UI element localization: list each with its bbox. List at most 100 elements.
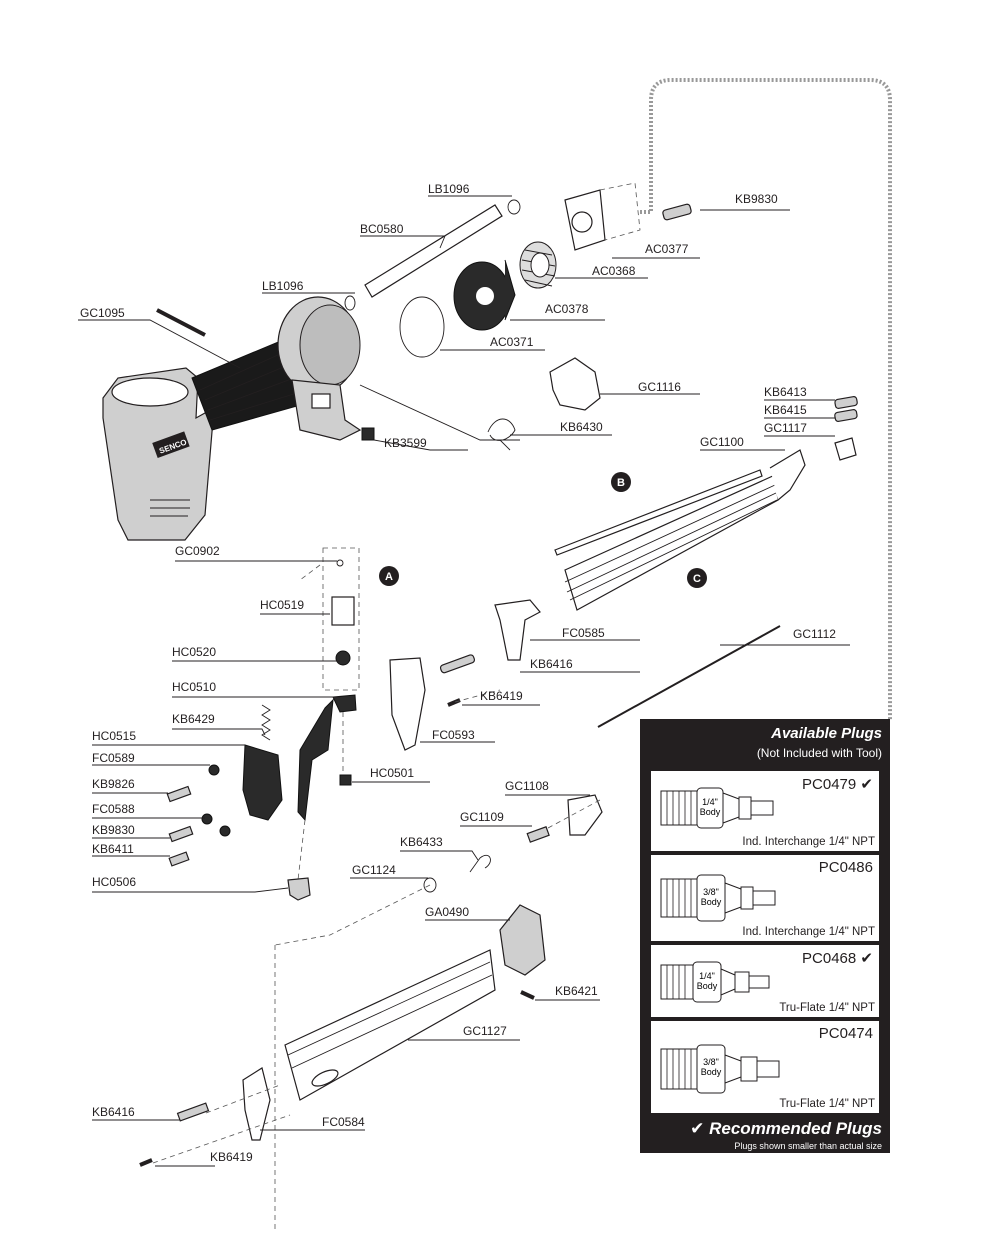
svg-text:Body: Body [697,981,718,991]
filter-ac0368 [519,241,557,289]
screw-kb6416-low [176,1102,210,1122]
label-gc1109: GC1109 [460,810,504,824]
spring-kb6429 [261,704,271,741]
plug-code: PC0468 ✔ [802,950,873,967]
exhaust-deflector-ac0377 [564,182,641,251]
label-kb6415: KB6415 [764,403,807,417]
pin-kb6421 [520,990,535,1000]
plug-code: PC0479 ✔ [802,776,873,793]
cylinder-sleeve [364,204,503,298]
magazine-rail-gc1100 [554,449,806,611]
plug-card: PC0479 ✔ 1/4" Body Ind. Interchange 1/4"… [651,771,879,851]
svg-text:Body: Body [701,1067,722,1077]
svg-text:Body: Body [700,807,721,817]
plug-desc: Ind. Interchange 1/4" NPT [742,836,875,848]
label-kb3599: KB3599 [384,436,427,450]
contact-hc0506 [287,877,311,901]
label-hc0519: HC0519 [260,598,304,612]
label-kb6433: KB6433 [400,835,443,849]
label-hc0501: HC0501 [370,766,414,780]
part-labels: GC1095 LB1096 BC0580 LB1096 KB9830 AC037… [80,182,836,1164]
rod-gc1095 [156,308,206,337]
bracket-fc0584 [242,1067,271,1141]
recommended-plugs-label: ✔ Recommended Plugs [690,1119,882,1138]
clip-gc1124 [423,877,437,893]
plugs-title: Available Plugs [771,725,882,742]
svg-text:3/8": 3/8" [703,887,719,897]
pin-gc1109 [526,826,550,843]
svg-text:1/4": 1/4" [702,797,718,807]
latch-gc1108 [567,794,603,836]
spring-kb6433 [469,854,491,873]
svg-text:B: B [617,477,625,489]
label-gc1116: GC1116 [638,380,681,394]
air-line-dotted-border [640,78,892,720]
screw-kb6415 [834,409,858,422]
plug-code: PC0474 [818,1025,873,1042]
label-fc0585: FC0585 [562,626,605,640]
gasket-ac0371 [399,296,445,358]
label-kb6416-mid: KB6416 [530,657,573,671]
screw-kb9830-top [662,203,692,221]
label-fc0593: FC0593 [432,728,475,742]
plug-icon: 3/8" Body [660,1044,780,1094]
svg-text:1/4": 1/4" [699,971,715,981]
label-gc1095: GC1095 [80,306,125,320]
o-ring-mid [344,295,356,311]
label-bc0580: BC0580 [360,222,404,236]
plugs-size-note: Plugs shown smaller than actual size [734,1141,882,1151]
pusher-rod-gc1112 [597,625,781,728]
label-kb6419-mid: KB6419 [480,689,523,703]
plug-icon: 3/8" Body [660,874,776,922]
head-cap [453,259,516,331]
label-gc1127: GC1127 [463,1024,507,1038]
label-kb6413: KB6413 [764,385,807,399]
plug-kb3599 [361,427,375,441]
label-gc1117: GC1117 [764,421,807,435]
svg-text:A: A [385,571,393,583]
label-kb6419-low: KB6419 [210,1150,253,1164]
label-ac0371: AC0371 [490,335,534,349]
label-lb1096-top: LB1096 [428,182,470,196]
plug-code: PC0486 [818,859,873,876]
small-screws [166,764,231,867]
o-ring-top [507,199,521,215]
label-ac0378: AC0378 [545,302,589,316]
label-fc0584: FC0584 [322,1115,365,1129]
callout-b: B [611,472,631,492]
lever-hc0510 [297,698,334,822]
plate-fc0593 [389,657,426,751]
label-ac0368: AC0368 [592,264,636,278]
plug-card: PC0468 ✔ 1/4" Body Tru-Flate 1/4" NPT [651,945,879,1017]
label-kb9826: KB9826 [92,777,135,791]
available-plugs-panel: Available Plugs (Not Included with Tool)… [640,719,890,1153]
label-kb6411: KB6411 [92,842,134,856]
svg-text:3/8": 3/8" [703,1057,719,1067]
group-a-box [322,547,360,691]
magazine-gc1127 [284,949,496,1101]
label-kb6421: KB6421 [555,984,598,998]
plug-desc: Tru-Flate 1/4" NPT [779,1002,875,1014]
tool-body: SENCO [102,296,362,541]
label-kb6429: KB6429 [172,712,215,726]
pin-kb6419-low [139,1158,153,1167]
plugs-subtitle: (Not Included with Tool) [756,746,882,760]
label-gc0902: GC0902 [175,544,220,558]
callout-a: A [379,566,399,586]
plug-card: PC0486 3/8" Body Ind. Interchange 1/4" N… [651,855,879,941]
latch-gc1116 [549,357,601,411]
plug-desc: Ind. Interchange 1/4" NPT [742,926,875,938]
label-fc0588: FC0588 [92,802,135,816]
trigger-hc0515 [242,744,283,821]
label-hc0506: HC0506 [92,875,136,889]
callout-c: C [687,568,707,588]
label-hc0520: HC0520 [172,645,216,659]
label-gc1100: GC1100 [700,435,744,449]
label-gc1124: GC1124 [352,863,396,877]
assembly-dashed-lines [152,564,601,1230]
cap-gc1117 [834,437,857,461]
label-ac0377: AC0377 [645,242,689,256]
svg-text:C: C [693,573,701,585]
svg-text:Body: Body [701,897,722,907]
